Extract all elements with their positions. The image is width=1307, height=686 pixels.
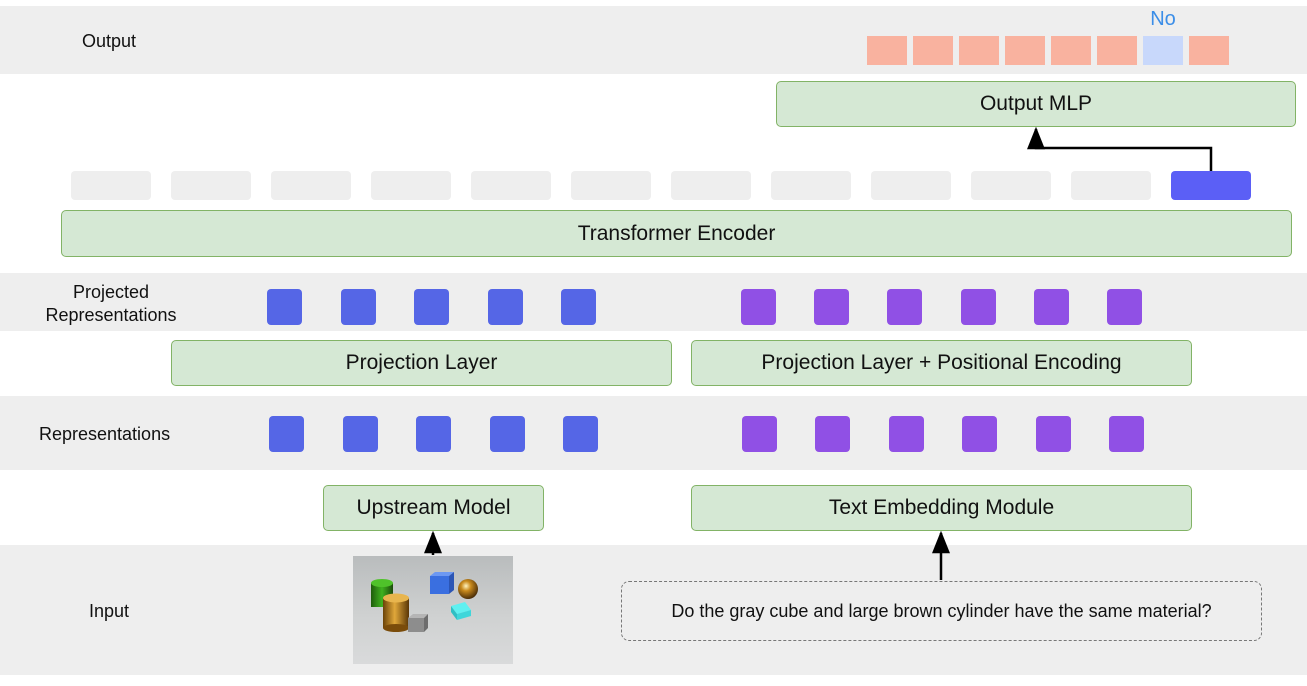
output-cell bbox=[1097, 36, 1137, 65]
encoder-token bbox=[771, 171, 851, 200]
upstream-model-box: Upstream Model bbox=[323, 485, 544, 531]
cls-to-mlp-arrow bbox=[1027, 126, 1213, 171]
image-representation-token bbox=[342, 416, 378, 452]
output-mlp-box: Output MLP bbox=[776, 81, 1296, 127]
encoder-token bbox=[371, 171, 451, 200]
output-cell bbox=[959, 36, 999, 65]
encoder-token bbox=[171, 171, 251, 200]
text-representation-token bbox=[888, 416, 924, 452]
encoder-token bbox=[271, 171, 351, 200]
text-representation-token bbox=[742, 416, 777, 452]
projected-band bbox=[0, 273, 1307, 331]
projection-layer-box: Projection Layer bbox=[171, 340, 672, 386]
encoder-token bbox=[671, 171, 751, 200]
projected-text-token bbox=[1033, 289, 1069, 325]
projected-text-token bbox=[814, 289, 850, 325]
projected-text-token bbox=[741, 289, 776, 325]
output-cell bbox=[913, 36, 953, 65]
representations-band bbox=[0, 396, 1307, 470]
output-cell bbox=[1189, 36, 1229, 65]
row-label-input: Input bbox=[89, 601, 130, 621]
projected-image-token bbox=[267, 289, 302, 325]
projected-image-token bbox=[487, 289, 523, 325]
projected-text-token bbox=[1107, 289, 1142, 325]
projection-positional-box: Projection Layer + Positional Encoding bbox=[691, 340, 1192, 386]
answer-label: No bbox=[1150, 8, 1176, 30]
output-cell bbox=[867, 36, 907, 65]
text-embedding-box: Text Embedding Module bbox=[691, 485, 1192, 531]
image-representation-token bbox=[489, 416, 525, 452]
cls-token bbox=[1171, 171, 1251, 200]
projected-image-token bbox=[414, 289, 449, 325]
row-label-output: Output bbox=[82, 31, 137, 51]
row-label-projected: Projected Representations bbox=[45, 282, 177, 325]
image-representation-token bbox=[269, 416, 304, 452]
encoder-token bbox=[971, 171, 1051, 200]
encoder-token bbox=[1071, 171, 1151, 200]
encoder-token bbox=[471, 171, 551, 200]
row-label-representations: Representations bbox=[39, 424, 171, 444]
input-scene-image bbox=[353, 556, 513, 664]
output-cell bbox=[1005, 36, 1045, 65]
encoder-token bbox=[871, 171, 951, 200]
image-representation-token bbox=[563, 416, 598, 452]
projected-text-token bbox=[960, 289, 996, 325]
projected-text-token bbox=[887, 289, 923, 325]
projected-image-token bbox=[340, 289, 376, 325]
input-question: Do the gray cube and large brown cylinde… bbox=[621, 581, 1262, 641]
image-representation-token bbox=[416, 416, 451, 452]
text-representation-token bbox=[1035, 416, 1071, 452]
output-cell bbox=[1051, 36, 1091, 65]
encoder-token bbox=[71, 171, 151, 200]
text-representation-token bbox=[962, 416, 998, 452]
text-representation-token bbox=[815, 416, 851, 452]
output-cell-answer bbox=[1143, 36, 1183, 65]
text-representation-token bbox=[1109, 416, 1144, 452]
encoder-token bbox=[571, 171, 651, 200]
projected-image-token bbox=[561, 289, 596, 325]
transformer-encoder-box: Transformer Encoder bbox=[61, 210, 1292, 257]
